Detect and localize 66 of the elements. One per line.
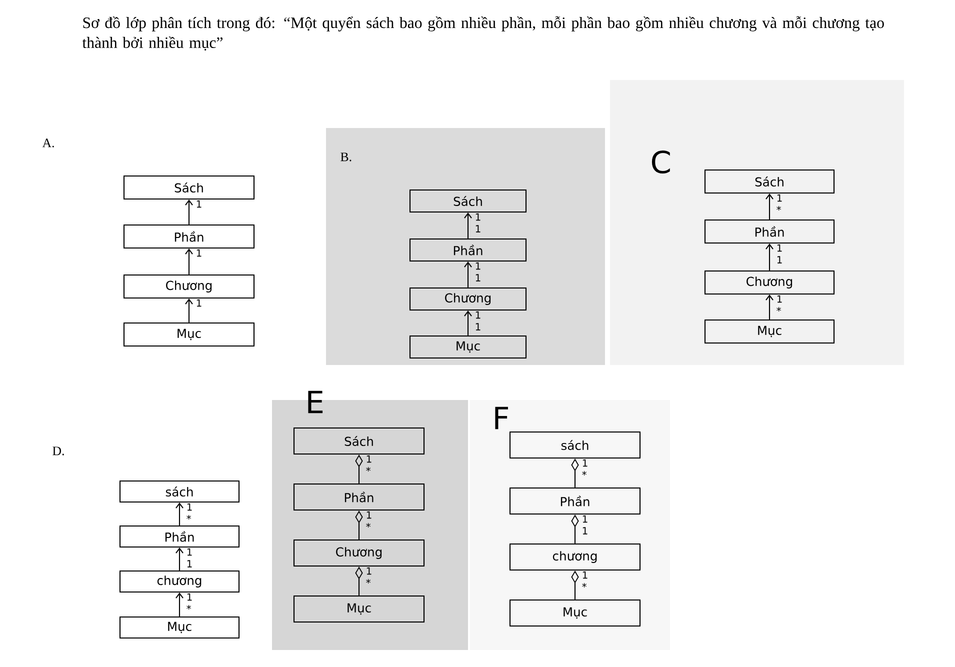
association-arrow: [766, 194, 774, 220]
association-arrow: [355, 566, 363, 596]
multiplicity-label: 1 *: [186, 503, 192, 520]
class-box: Mục: [704, 319, 835, 344]
class-box: Mục: [409, 335, 527, 359]
multiplicity-label: 1 *: [776, 295, 782, 312]
multiplicity-label: 1 1: [777, 244, 782, 264]
class-box: Mục: [123, 322, 255, 347]
class-box: Sách: [123, 175, 255, 200]
class-box: Phần: [509, 487, 641, 515]
association-arrow: [185, 248, 193, 274]
multiplicity-label: 1 1: [476, 311, 480, 330]
association-arrow: [185, 200, 193, 224]
class-box: Chương: [293, 539, 425, 567]
class-box: Chương: [123, 274, 255, 299]
multiplicity-label: 1 *: [366, 567, 372, 584]
panel-letter: B.: [340, 152, 352, 162]
association-arrow: [355, 510, 363, 540]
class-box: Chương: [704, 270, 835, 295]
multiplicity-label: 1 *: [366, 511, 372, 528]
class-box: Mục: [119, 616, 240, 639]
association-arrow: [571, 514, 579, 544]
question-text: Sơ đồ lớp phân tích trong đó: “Một quyển sách bao gồm nhiều phần, mỗi phần bao gồm nhiều chương và mỗi chương tạo thành bởi nhiều mục”: [82, 16, 884, 51]
class-box: Phần: [123, 224, 255, 249]
multiplicity-label: 1 *: [776, 194, 782, 210]
class-box: Sách: [704, 169, 835, 194]
panel-letter: A.: [42, 138, 54, 148]
association-arrow: [176, 548, 184, 570]
handwritten-letter: C: [652, 150, 670, 174]
association-arrow: [185, 298, 193, 322]
association-arrow: [355, 454, 363, 484]
class-box: Phần: [119, 525, 240, 548]
multiplicity-label: 1 1: [476, 213, 480, 232]
association-arrow: [766, 244, 774, 270]
association-arrow: [176, 502, 184, 526]
association-arrow: [571, 458, 579, 488]
multiplicity-label: 1 *: [582, 571, 588, 588]
class-box: sách: [509, 431, 641, 459]
class-box: Sách: [293, 427, 425, 455]
multiplicity-label: 1: [196, 299, 202, 307]
class-box: chương: [119, 570, 240, 593]
multiplicity-label: 1: [196, 249, 202, 257]
class-box: sách: [119, 480, 240, 503]
handwritten-letter: E: [308, 390, 323, 414]
multiplicity-label: 1 *: [186, 593, 192, 610]
class-box: Phần: [409, 238, 527, 262]
panel-letter: D.: [52, 446, 64, 456]
class-box: Mục: [293, 595, 425, 623]
class-box: Phần: [293, 483, 425, 511]
association-arrow: [464, 262, 472, 288]
class-box: Sách: [409, 189, 527, 213]
multiplicity-label: 1: [196, 200, 202, 208]
association-arrow: [766, 294, 774, 320]
association-arrow: [464, 310, 472, 336]
class-box: Chương: [409, 287, 527, 311]
multiplicity-label: 1 1: [582, 515, 588, 534]
multiplicity-label: 1 *: [366, 455, 372, 472]
class-box: Mục: [509, 599, 641, 627]
association-arrow: [464, 212, 472, 238]
multiplicity-label: 1 1: [187, 548, 192, 568]
handwritten-letter: F: [495, 406, 508, 430]
class-box: Phần: [704, 219, 835, 244]
association-arrow: [176, 592, 184, 616]
multiplicity-label: 1 *: [582, 459, 588, 476]
multiplicity-label: 1 1: [476, 262, 480, 282]
class-box: chương: [509, 543, 641, 571]
